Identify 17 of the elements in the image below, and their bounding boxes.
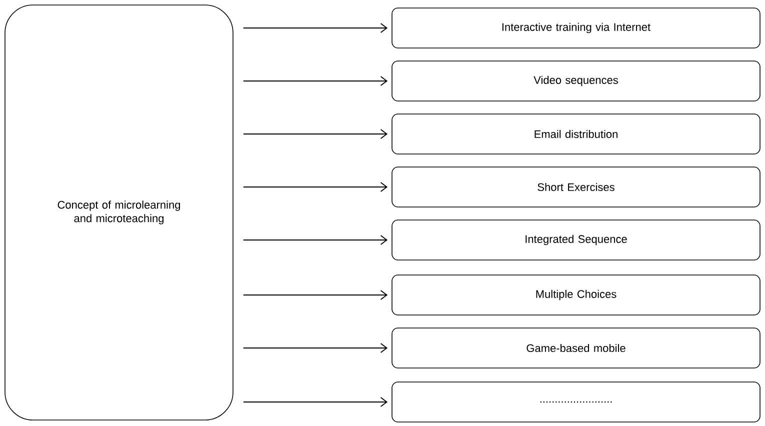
category-box: Interactive training via Internet	[392, 8, 760, 48]
category-box: Short Exercises	[392, 166, 760, 208]
category-box: Video sequences	[392, 60, 760, 102]
arrow	[242, 129, 388, 139]
category-box: Game-based mobile	[392, 328, 760, 368]
arrow	[242, 343, 388, 353]
concept-box: Concept of microlearning and microteaching	[4, 4, 234, 420]
category-box: Email distribution	[392, 114, 760, 154]
arrow	[242, 23, 388, 33]
category-box: Integrated Sequence	[392, 220, 760, 260]
arrow	[242, 182, 388, 192]
arrow	[242, 235, 388, 245]
arrow	[242, 290, 388, 300]
category-box: ........................	[392, 382, 760, 422]
arrow	[242, 397, 388, 407]
category-box: Multiple Choices	[392, 274, 760, 316]
arrow	[242, 76, 388, 86]
